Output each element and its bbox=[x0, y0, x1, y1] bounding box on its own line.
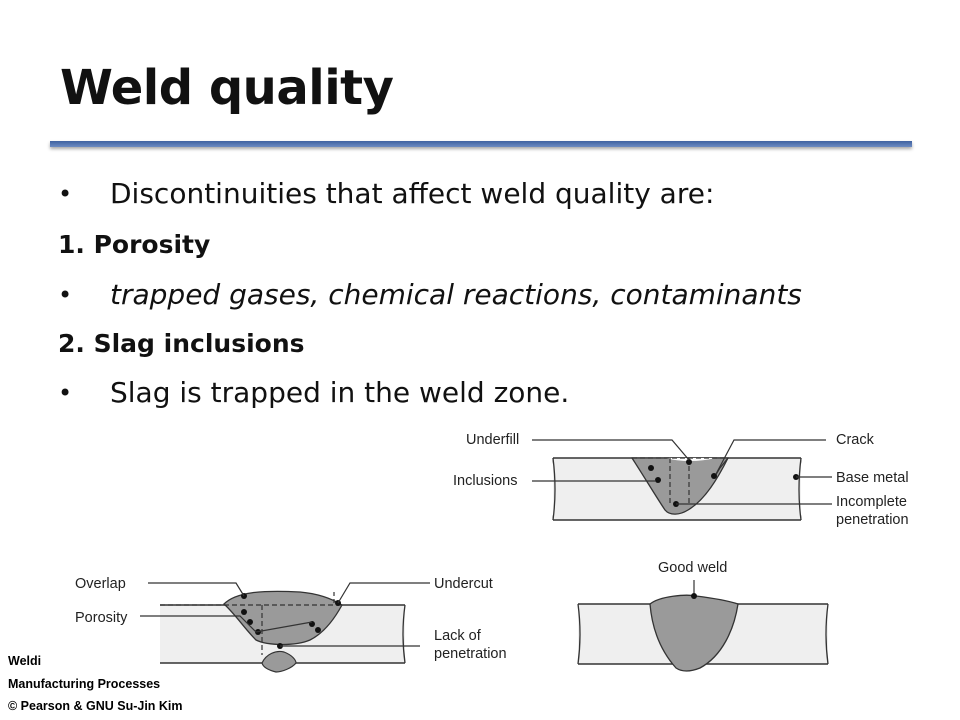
bullet-marker: • bbox=[58, 379, 73, 407]
label-incomplete: Incomplete bbox=[836, 494, 907, 510]
bullet-marker: • bbox=[58, 180, 73, 208]
footer-copyright: © Pearson & GNU Su-Jin Kim bbox=[8, 699, 183, 713]
good-weld-diagram: Good weld bbox=[577, 560, 829, 672]
overlap-porosity-diagram: Overlap Undercut Porosity Lack of penetr… bbox=[75, 576, 507, 673]
label-underfill: Underfill bbox=[466, 432, 519, 448]
defective-weld-diagram: Underfill Crack Inclusions Base metal In… bbox=[453, 432, 909, 528]
footer-manufacturing: Manufacturing Processes bbox=[8, 677, 161, 691]
slide-title: Weld quality bbox=[60, 60, 394, 116]
label-base-metal: Base metal bbox=[836, 470, 909, 486]
label-crack: Crack bbox=[836, 432, 875, 448]
label-overlap: Overlap bbox=[75, 576, 126, 592]
label-porosity: Porosity bbox=[75, 610, 128, 626]
label-inclusions: Inclusions bbox=[453, 473, 517, 489]
label-lack-penetration: penetration bbox=[434, 646, 507, 662]
weld-bead bbox=[630, 457, 730, 515]
bullet-marker: • bbox=[58, 281, 73, 309]
title-underline bbox=[50, 141, 912, 147]
heading-porosity: 1. Porosity bbox=[58, 230, 211, 259]
footer-course: Weldi bbox=[8, 654, 42, 668]
label-undercut: Undercut bbox=[434, 576, 493, 592]
label-good-weld: Good weld bbox=[658, 560, 727, 576]
heading-slag-inclusions: 2. Slag inclusions bbox=[58, 329, 305, 358]
label-lack-of: Lack of bbox=[434, 628, 482, 644]
bullet-text-slag-trapped: Slag is trapped in the weld zone. bbox=[110, 376, 570, 409]
bullet-text-discontinuities: Discontinuities that affect weld quality… bbox=[110, 177, 715, 210]
label-incomplete-penetration: penetration bbox=[836, 512, 909, 528]
bullet-text-trapped-gases: trapped gases, chemical reactions, conta… bbox=[110, 278, 802, 311]
